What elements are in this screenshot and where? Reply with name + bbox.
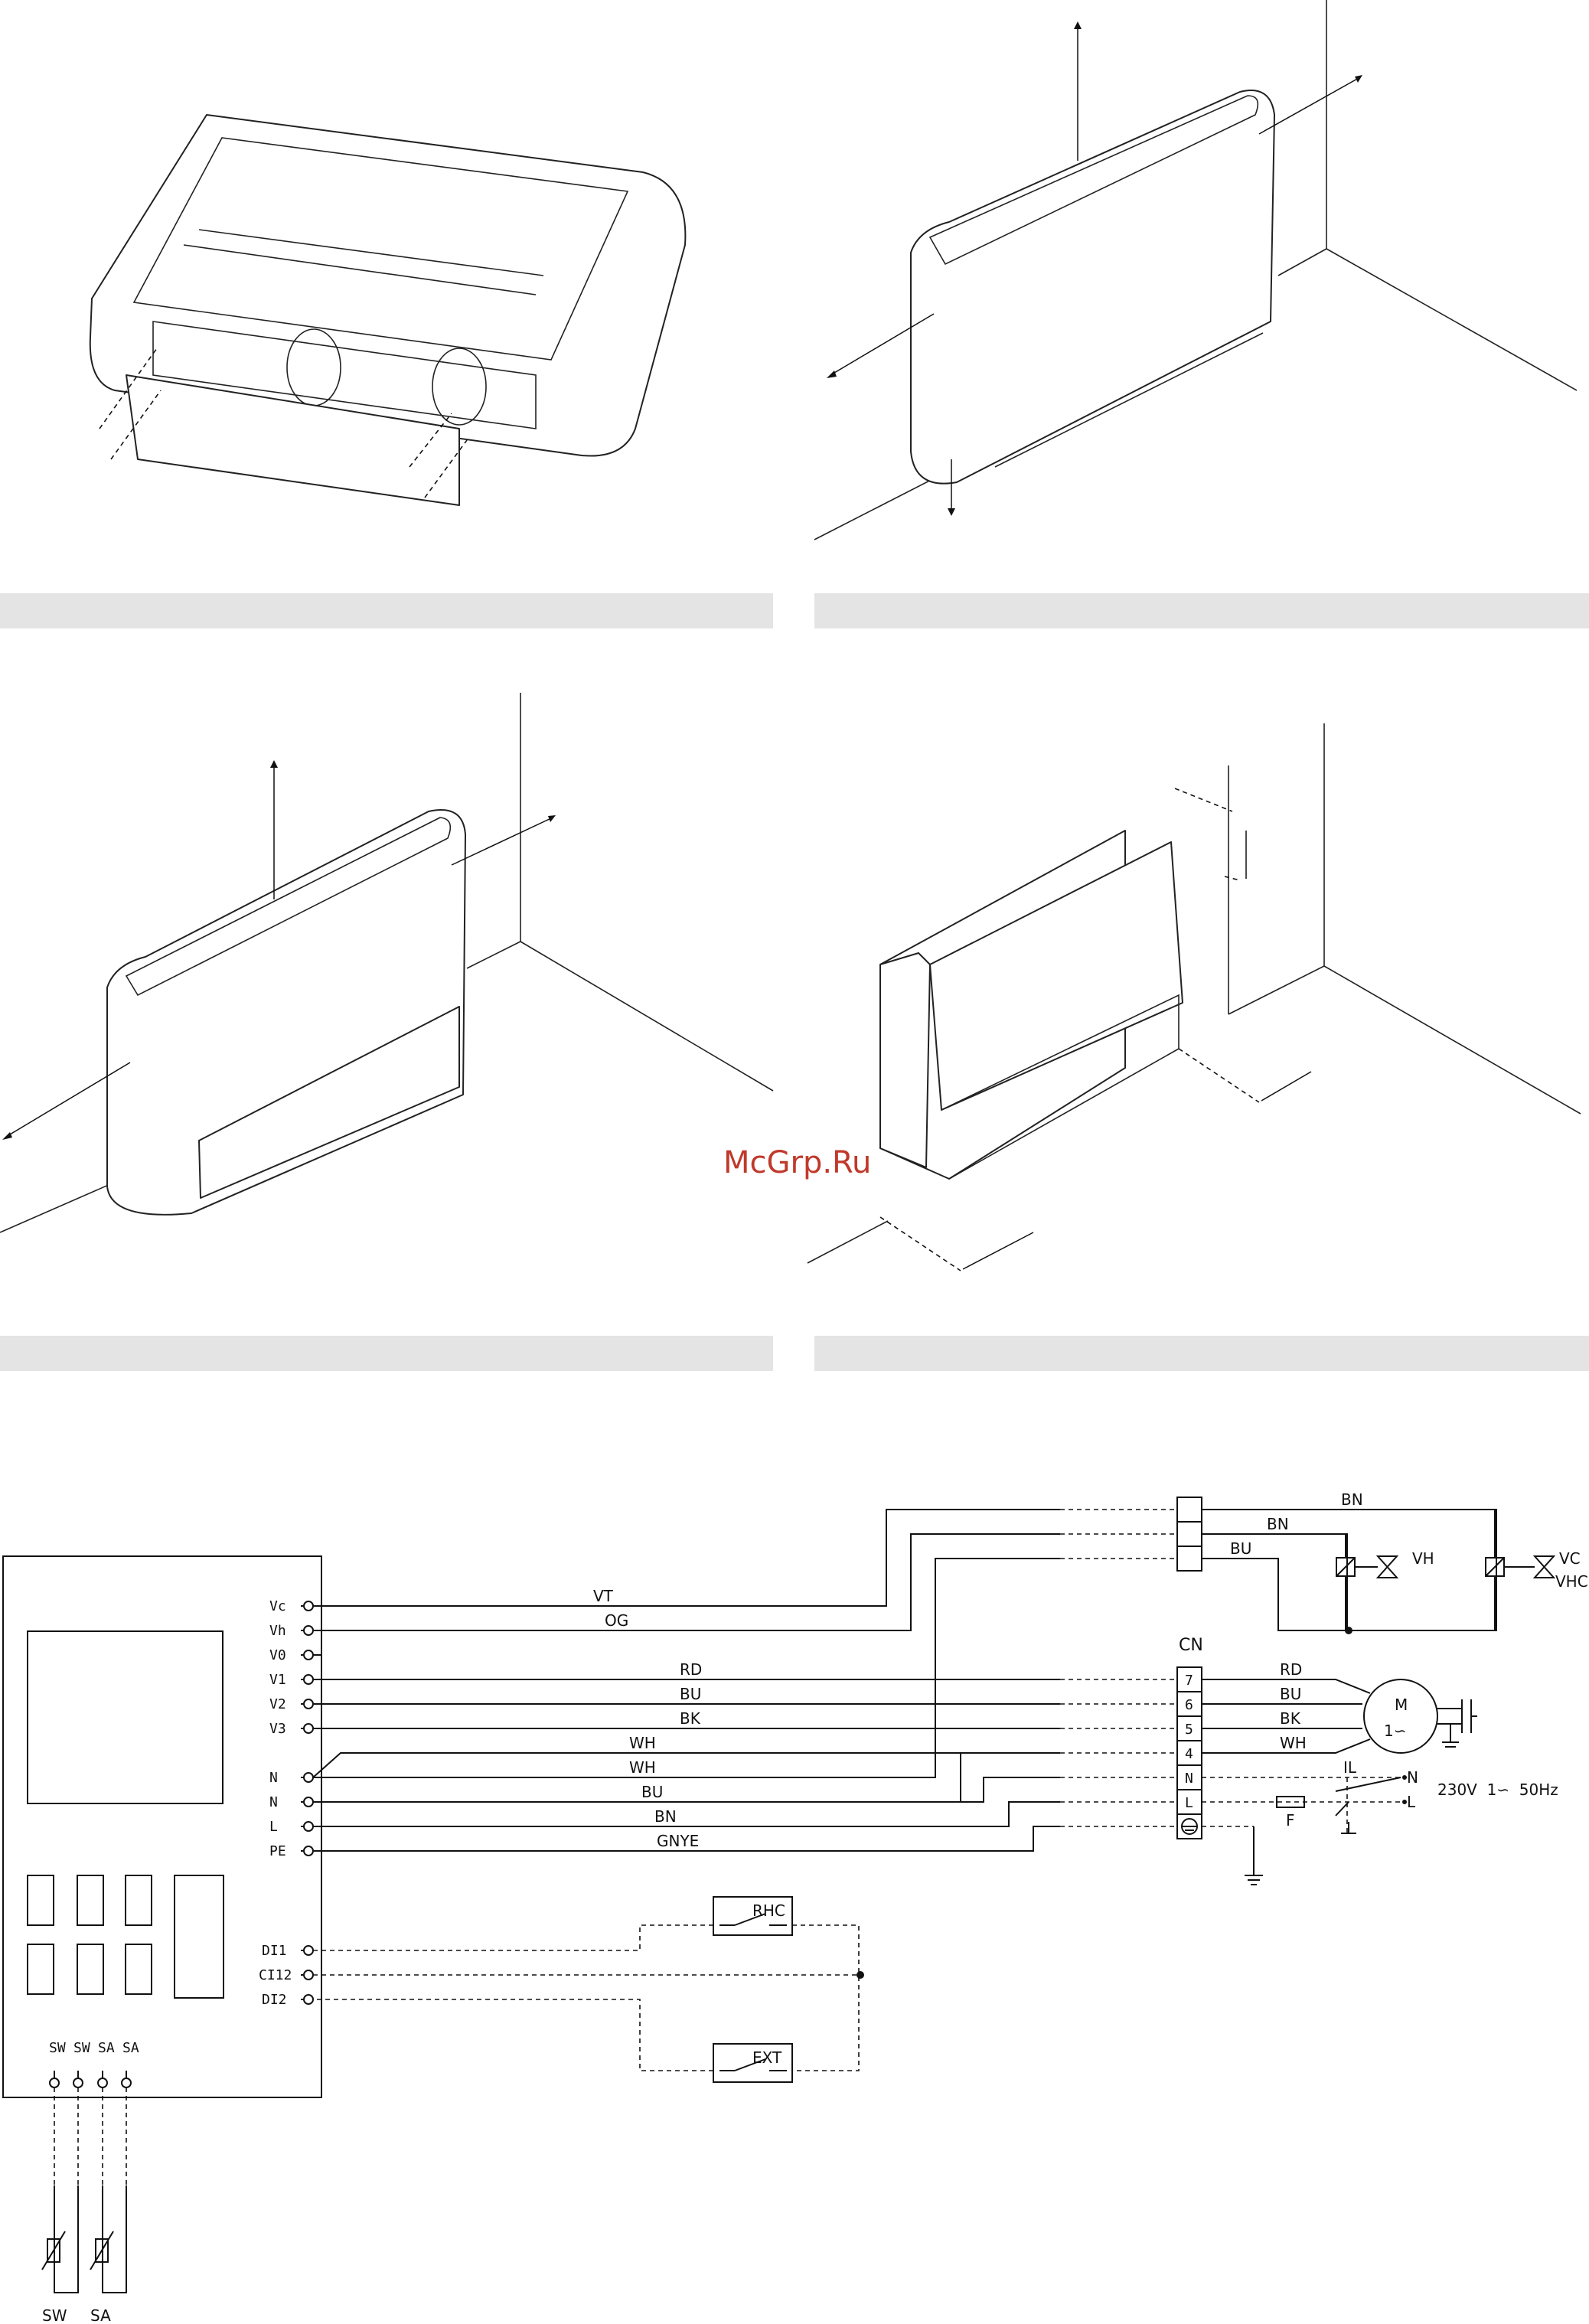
caption-bar-4 — [814, 1336, 1589, 1371]
wire-label: RD — [1280, 1660, 1302, 1679]
switch-label-ext: EXT — [752, 2048, 782, 2067]
terminal-label: N — [269, 1794, 278, 1810]
connector-pin: 6 — [1185, 1697, 1193, 1713]
sensor-label: SA — [90, 2306, 111, 2324]
connector-pin: 7 — [1185, 1673, 1193, 1689]
terminal-label: V0 — [269, 1647, 286, 1663]
controller-button — [126, 1944, 152, 1994]
wire-label: VT — [593, 1587, 614, 1605]
terminal-label: Vh — [269, 1623, 286, 1639]
isolator-label: IL — [1343, 1758, 1357, 1777]
terminal-label: V1 — [269, 1672, 286, 1688]
watermark: McGrp.Ru — [723, 1145, 871, 1180]
terminal-label: Vc — [269, 1598, 286, 1614]
terminal-label: CI12 — [259, 1967, 292, 1983]
valve-terminal-block — [1177, 1497, 1202, 1571]
fuse-label: F — [1286, 1811, 1295, 1829]
wire-label: BU — [680, 1685, 701, 1703]
switch-label-rhc: RHC — [752, 1901, 785, 1920]
supply-spec: 230V 1∽ 50Hz — [1437, 1781, 1558, 1799]
sensor-terminal-label: SA — [98, 2040, 115, 2056]
illustration-chassis-dimensions — [808, 723, 1581, 1271]
sensor-terminal-label: SW — [73, 2040, 90, 2056]
terminal-label: DI1 — [262, 1943, 287, 1959]
controller-button — [77, 1944, 103, 1994]
wire-label: BK — [680, 1709, 701, 1728]
sensor-label: SW — [42, 2306, 67, 2324]
connector-pin: 5 — [1185, 1722, 1193, 1738]
controller-button — [77, 1875, 103, 1925]
illustration-open-unit — [90, 115, 686, 505]
wire-label: BK — [1280, 1709, 1301, 1728]
motor-phase: 1∽ — [1384, 1722, 1406, 1740]
sensor-terminal-label: SW — [49, 2040, 66, 2056]
sensor-terminal-label: SA — [122, 2040, 139, 2056]
wire-label: GNYE — [657, 1832, 699, 1850]
valve-label: VH — [1412, 1549, 1434, 1568]
connector-pin: L — [1185, 1795, 1193, 1811]
wire-label: BU — [1280, 1685, 1301, 1703]
illustration-cabinet-grille — [0, 693, 773, 1232]
wire-label: BN — [654, 1807, 677, 1826]
illustration-cabinet-clearance — [814, 0, 1577, 540]
wire-label: RD — [680, 1660, 702, 1679]
caption-bar-2 — [814, 593, 1589, 628]
connector-pin: N — [1185, 1771, 1193, 1787]
caption-bar-3 — [0, 1336, 773, 1371]
wire-label: BU — [1230, 1539, 1251, 1558]
terminal-label: L — [269, 1819, 278, 1835]
wire-label: WH — [1280, 1734, 1307, 1752]
motor-label: M — [1395, 1696, 1408, 1714]
wire-label: WH — [629, 1734, 656, 1752]
controller-button — [126, 1875, 152, 1925]
controller-button — [28, 1875, 54, 1925]
terminal-label: PE — [269, 1843, 286, 1859]
valve-label: VHC — [1555, 1572, 1588, 1591]
terminal-label: V3 — [269, 1721, 286, 1737]
controller-button — [28, 1944, 54, 1994]
wire-label: BN — [1267, 1515, 1289, 1533]
wire-label: BN — [1341, 1490, 1363, 1509]
supply-N: N — [1407, 1768, 1418, 1787]
wire-label: WH — [629, 1758, 656, 1777]
valve-label: VC — [1559, 1549, 1581, 1568]
controller-knob — [175, 1875, 224, 1998]
controller-display — [28, 1631, 223, 1803]
terminal-label: DI2 — [262, 1992, 287, 2008]
terminal-label: V2 — [269, 1696, 286, 1712]
connector-pin: 4 — [1185, 1746, 1193, 1762]
wire-label: OG — [605, 1611, 628, 1630]
connector-title: CN — [1179, 1636, 1203, 1655]
terminal-label: N — [269, 1770, 278, 1786]
wiring-diagram: Vc Vh V0 V1 V2 V3 N N L PE DI1 CI12 DI2 … — [3, 1490, 1588, 2324]
wire-label: BU — [641, 1783, 663, 1801]
caption-bar-1 — [0, 593, 773, 628]
supply-L: L — [1407, 1793, 1416, 1811]
